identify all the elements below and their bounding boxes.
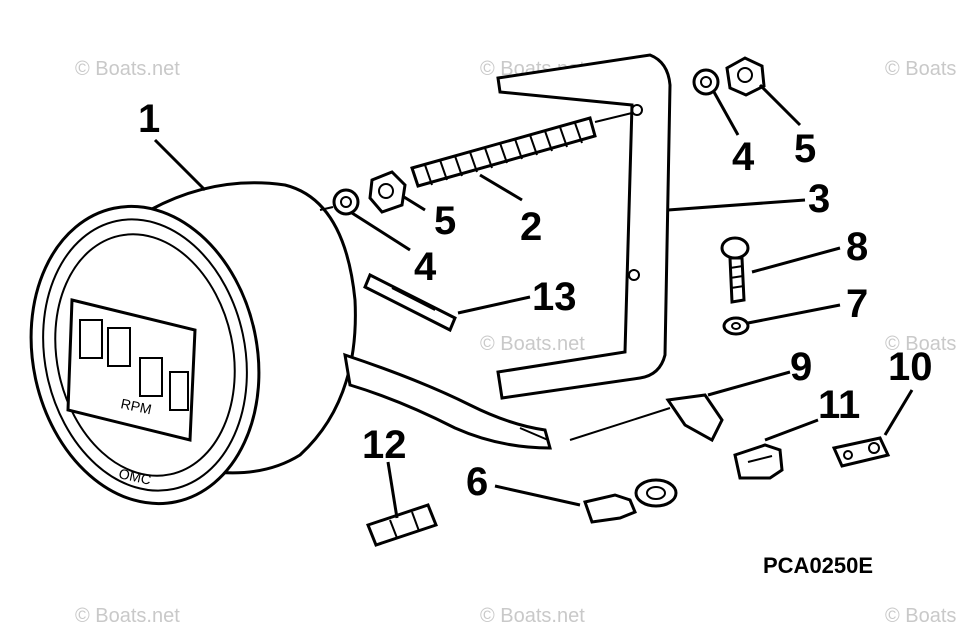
leader-lines bbox=[153, 83, 914, 519]
wire-connector bbox=[569, 393, 724, 443]
callout-13: 13 bbox=[532, 275, 577, 319]
callout-6: 6 bbox=[466, 460, 488, 504]
brand-label: OMC bbox=[117, 465, 152, 487]
callout-5: 5 bbox=[794, 127, 816, 171]
callout-numbers: 1 2 3 4 4 5 5 6 7 8 9 10 11 12 13 bbox=[138, 97, 933, 504]
digit-cell bbox=[139, 357, 163, 397]
star-washer bbox=[722, 316, 750, 336]
callout-8: 8 bbox=[846, 225, 868, 269]
callout-4: 4 bbox=[732, 135, 755, 179]
callout-4: 4 bbox=[414, 245, 437, 289]
watermark: © Boats.net bbox=[75, 58, 180, 80]
watermark: © Boats.net bbox=[885, 605, 956, 627]
digital-readout bbox=[79, 319, 189, 411]
watermark: © Boats.net bbox=[480, 333, 585, 355]
watermark: © Boats.net bbox=[480, 605, 585, 627]
tachometer-gauge: RPM OMC bbox=[29, 181, 552, 506]
mounting-bracket bbox=[496, 53, 672, 400]
fuse bbox=[366, 503, 438, 547]
callout-3: 3 bbox=[808, 177, 830, 221]
threaded-stud bbox=[410, 112, 633, 188]
digit-cell bbox=[79, 319, 103, 359]
callout-10: 10 bbox=[888, 345, 933, 389]
watermark: © Boats.net bbox=[885, 333, 956, 355]
watermark: © Boats.net bbox=[885, 58, 956, 80]
callout-1: 1 bbox=[138, 97, 160, 141]
drawing-code: PCA0250E bbox=[763, 553, 873, 578]
terminal-pin bbox=[363, 272, 457, 333]
watermark: © Boats.net bbox=[75, 605, 180, 627]
hex-nut bbox=[725, 56, 766, 97]
ground-tab bbox=[831, 436, 891, 468]
rpm-label: RPM bbox=[119, 395, 153, 417]
callout-12: 12 bbox=[362, 423, 407, 467]
lock-washer bbox=[692, 68, 720, 96]
callout-2: 2 bbox=[520, 205, 542, 249]
callout-11: 11 bbox=[818, 383, 860, 427]
callout-5: 5 bbox=[434, 199, 456, 243]
lock-washer bbox=[332, 188, 360, 216]
screw bbox=[720, 236, 750, 304]
digit-cell bbox=[169, 371, 189, 411]
ring-terminal bbox=[583, 478, 678, 524]
callout-9: 9 bbox=[790, 345, 812, 389]
digit-cell bbox=[107, 327, 131, 367]
wire-clip bbox=[733, 443, 784, 480]
hex-nut bbox=[368, 170, 407, 214]
callout-7: 7 bbox=[846, 282, 868, 326]
